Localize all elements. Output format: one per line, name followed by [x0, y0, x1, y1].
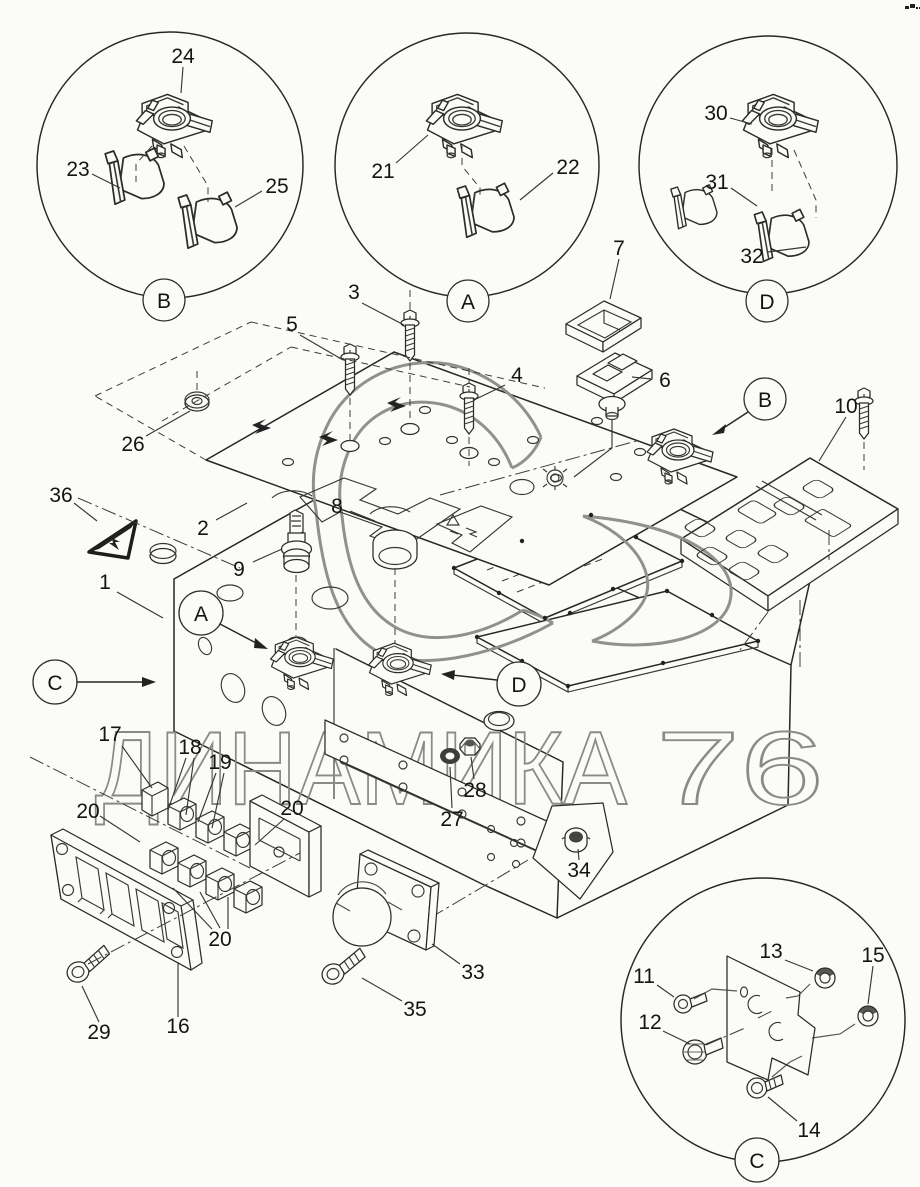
svg-text:30: 30 [704, 102, 727, 125]
svg-text:C: C [749, 1150, 764, 1173]
svg-text:29: 29 [87, 1021, 110, 1044]
svg-text:31: 31 [705, 171, 728, 194]
svg-text:24: 24 [171, 45, 195, 68]
svg-text:A: A [194, 603, 208, 626]
svg-text:4: 4 [511, 364, 523, 387]
svg-text:36: 36 [49, 484, 72, 507]
svg-text:35: 35 [403, 998, 426, 1021]
svg-text:7: 7 [613, 237, 625, 260]
svg-text:1: 1 [99, 571, 111, 594]
svg-text:17: 17 [98, 723, 121, 746]
svg-text:28: 28 [463, 779, 486, 802]
svg-text:5: 5 [286, 313, 298, 336]
svg-text:22: 22 [556, 156, 579, 179]
svg-text:2: 2 [197, 517, 209, 540]
svg-text:21: 21 [371, 160, 394, 183]
svg-text:B: B [758, 389, 772, 412]
svg-text:25: 25 [265, 175, 288, 198]
svg-text:32: 32 [740, 245, 763, 268]
svg-text:D: D [511, 674, 526, 697]
svg-text:12: 12 [638, 1011, 661, 1034]
svg-text:18: 18 [178, 736, 201, 759]
svg-text:34: 34 [567, 859, 591, 882]
svg-text:33: 33 [461, 961, 484, 984]
svg-text:B: B [157, 290, 171, 313]
svg-text:20: 20 [280, 797, 303, 820]
svg-text:23: 23 [66, 158, 89, 181]
svg-text:3: 3 [348, 281, 360, 304]
svg-text:20: 20 [208, 928, 231, 951]
svg-text:15: 15 [861, 944, 884, 967]
svg-text:19: 19 [208, 751, 231, 774]
svg-text:16: 16 [166, 1015, 189, 1038]
svg-text:76: 76 [656, 711, 824, 827]
svg-text:11: 11 [633, 965, 655, 988]
svg-text:20: 20 [76, 800, 99, 823]
svg-text:6: 6 [659, 369, 671, 392]
svg-text:27: 27 [440, 808, 463, 831]
svg-text:26: 26 [121, 433, 144, 456]
svg-text:C: C [47, 672, 62, 695]
svg-text:D: D [759, 291, 774, 314]
svg-text:A: A [461, 291, 475, 314]
svg-text:9: 9 [233, 558, 245, 581]
svg-text:10: 10 [834, 395, 857, 418]
svg-text:14: 14 [797, 1119, 821, 1142]
svg-text:13: 13 [759, 940, 782, 963]
svg-text:8: 8 [331, 495, 343, 518]
